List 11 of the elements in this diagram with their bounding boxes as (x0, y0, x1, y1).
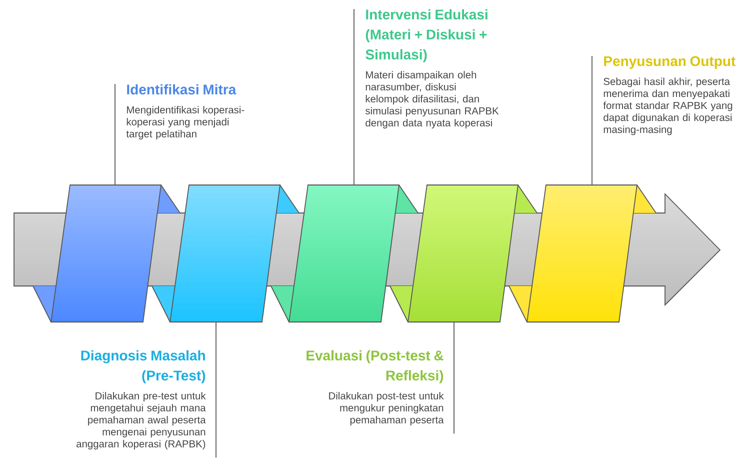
leader-line (114, 84, 116, 186)
ribbon-band (270, 184, 418, 322)
ribbon-band (390, 184, 538, 322)
step-text: Penyusunan Output Sebagai hasil akhir, peserta menerima dan menyepakati format standar RAPBK yang dapat digunakan di koperasi masing-masing (603, 56, 736, 136)
ribbon-band (152, 184, 300, 322)
step-text: Identifikasi Mitra Mengidentifikasi koperasi-koperasi yang menjadi target pelatihan (126, 84, 244, 140)
step-text: Intervensi Edukasi (Materi + Diskusi + Simulasi) Materi disampaikan oleh narasumber, diskusi kelompok difasilitasi, dan simulasi penyusunan RAPBK dengan data nyata koperasi (365, 9, 499, 128)
step-text: Diagnosis Masalah (Pre-Test) Dilakukan pre-test untuk mengetahui sejauh mana pemahaman awal peserta mengenai penyusunan anggaran koperasi (RAPBK) (76, 350, 206, 450)
ribbon-band (508, 184, 656, 322)
step-text: Evaluasi (Post-test & Refleksi) Dilakukan post-test untuk mengukur peningkatan pemahaman peserta (306, 350, 444, 426)
ribbon-band (32, 184, 180, 322)
